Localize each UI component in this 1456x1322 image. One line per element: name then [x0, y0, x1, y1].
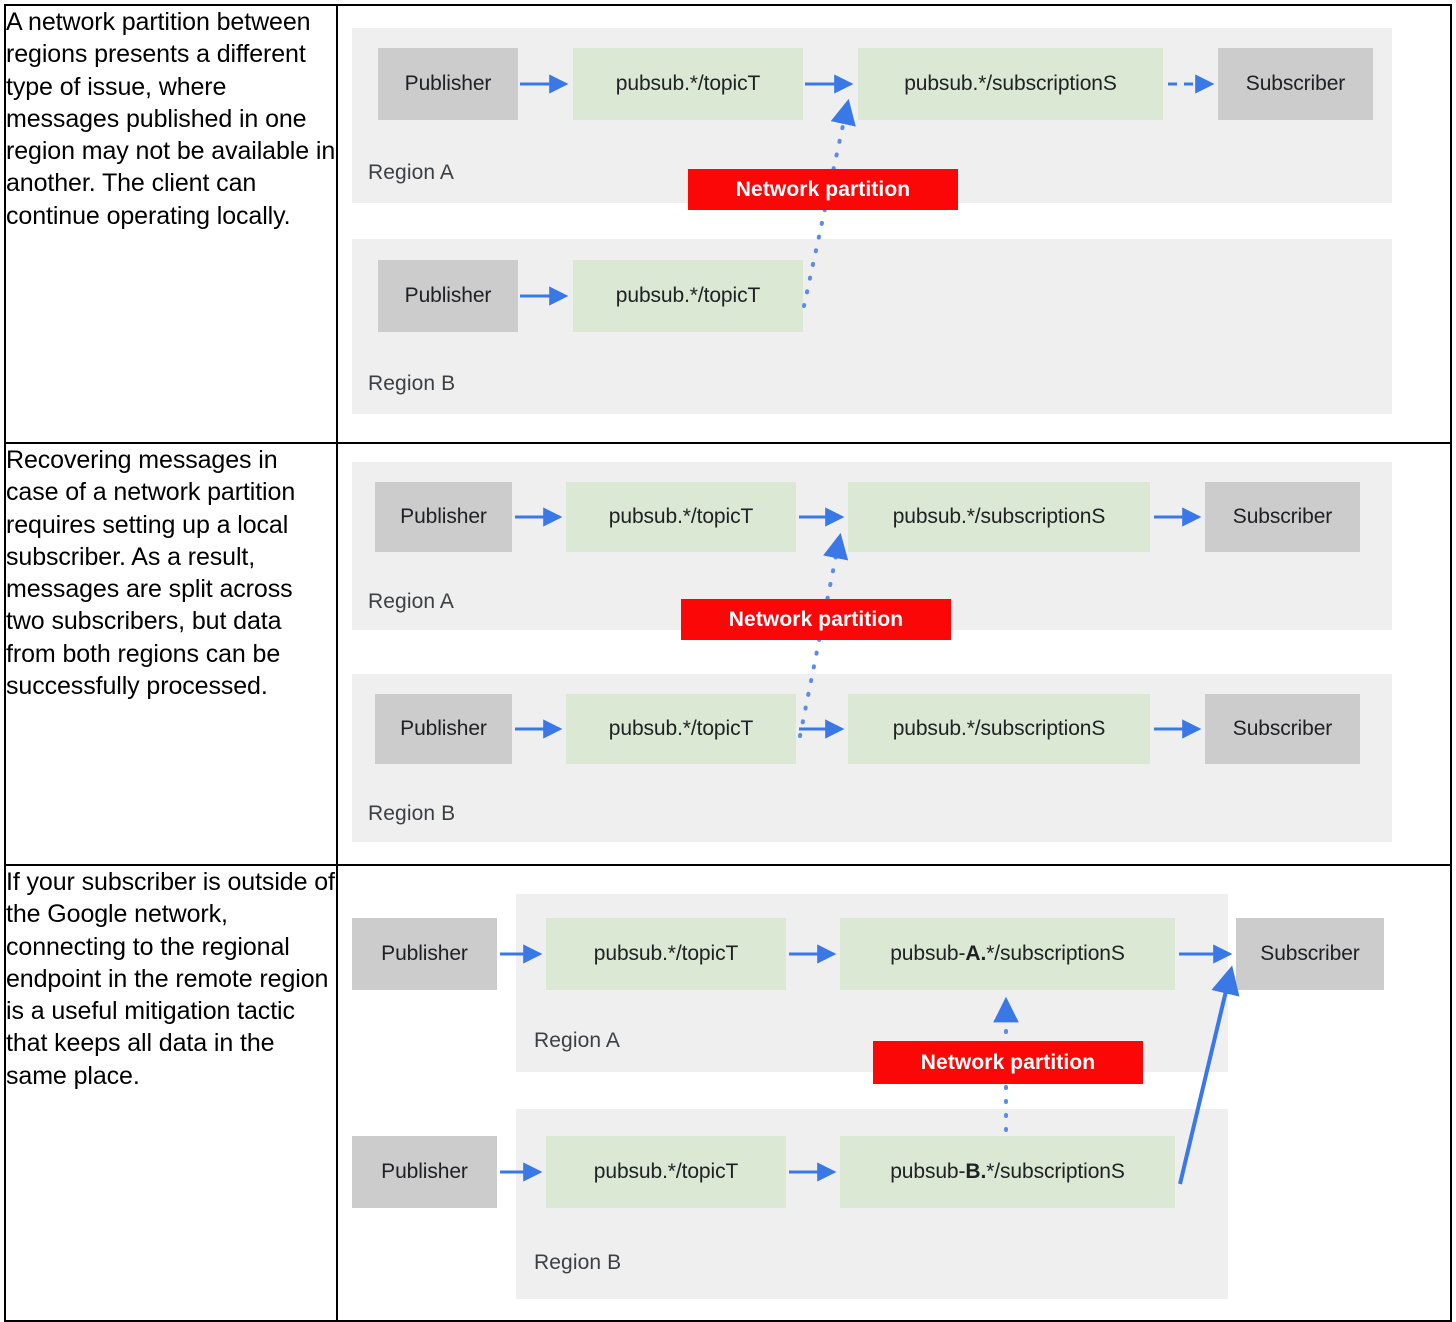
arrow-subscription-b-to-subscriber-3: [1178, 965, 1240, 1185]
node-subscription-b-2: pubsub.*/subscriptionS: [848, 694, 1150, 764]
node-subscription-a-2: pubsub.*/subscriptionS: [848, 482, 1150, 552]
scenario-description-2: Recovering messages in case of a network…: [6, 446, 296, 700]
table-row: Recovering messages in case of a network…: [4, 442, 1452, 866]
scenario-description-cell-2: Recovering messages in case of a network…: [4, 442, 338, 866]
node-publisher-a-3: Publisher: [352, 918, 497, 990]
region-b-label-2: Region B: [368, 802, 456, 825]
region-a-label-1: Region A: [368, 161, 455, 184]
scenario-description-cell-1: A network partition between regions pres…: [4, 4, 338, 444]
node-topic-a-2: pubsub.*/topicT: [566, 482, 796, 552]
node-subscriber-a-2: Subscriber: [1205, 482, 1360, 552]
connectors-2: [515, 507, 1202, 739]
scenario-description-cell-3: If your subscriber is outside of the Goo…: [4, 864, 338, 1322]
scenario-diagram-cell-3: Region A Region B Publisher pubsub.*/top…: [336, 864, 1452, 1322]
node-publisher-b-2: Publisher: [375, 694, 512, 764]
node-topic-b-2: pubsub.*/topicT: [566, 694, 796, 764]
node-subscription-b-3-region-token: B.: [965, 1160, 987, 1183]
network-partition-badge-2: Network partition: [681, 599, 951, 640]
node-publisher-a-1: Publisher: [378, 48, 518, 120]
region-b-panel-1: [352, 239, 1392, 414]
node-subscription-a-3-region-token: A.: [965, 942, 987, 965]
node-subscription-b-3-prefix: pubsub-: [890, 1160, 966, 1183]
network-partition-badge-3: Network partition: [873, 1041, 1143, 1084]
node-topic-b-1: pubsub.*/topicT: [573, 260, 803, 332]
scenario-description-1: A network partition between regions pres…: [6, 8, 336, 230]
node-subscription-a-1: pubsub.*/subscriptionS: [858, 48, 1163, 120]
table-row: If your subscriber is outside of the Goo…: [4, 864, 1452, 1322]
node-topic-b-3: pubsub.*/topicT: [546, 1136, 786, 1208]
scenario-diagram-cell-1: Region A Region B Publisher pubsub.*/top…: [336, 4, 1452, 444]
node-subscriber-b-2: Subscriber: [1205, 694, 1360, 764]
node-subscription-b-3: pubsub-B.*/subscriptionS: [840, 1136, 1175, 1208]
node-publisher-b-1: Publisher: [378, 260, 518, 332]
region-a-label-2: Region A: [368, 590, 455, 613]
network-partition-badge-1: Network partition: [688, 169, 958, 210]
node-subscription-a-3: pubsub-A.*/subscriptionS: [840, 918, 1175, 990]
node-subscriber-external-3: Subscriber: [1236, 918, 1384, 990]
node-publisher-b-3: Publisher: [352, 1136, 497, 1208]
scenario-diagram-cell-2: Region A Region B Publisher pubsub.*/top…: [336, 442, 1452, 866]
node-publisher-a-2: Publisher: [375, 482, 512, 552]
connectors-3: [500, 944, 1240, 1185]
scenario-description-3: If your subscriber is outside of the Goo…: [6, 868, 335, 1090]
table-row: A network partition between regions pres…: [4, 4, 1452, 444]
diagram-3: Region A Region B Publisher pubsub.*/top…: [338, 866, 1450, 1320]
node-subscription-b-3-suffix: */subscriptionS: [986, 1160, 1125, 1183]
node-topic-a-1: pubsub.*/topicT: [573, 48, 803, 120]
node-subscriber-a-1: Subscriber: [1218, 48, 1373, 120]
connectors-1: [520, 74, 1215, 308]
scenario-matrix: A network partition between regions pres…: [4, 4, 1452, 1322]
partition-dotted-line-2: [798, 532, 849, 738]
region-b-label-1: Region B: [368, 372, 456, 395]
node-subscription-a-3-suffix: */subscriptionS: [986, 942, 1125, 965]
node-topic-a-3: pubsub.*/topicT: [546, 918, 786, 990]
node-subscription-a-3-prefix: pubsub-: [890, 942, 966, 965]
diagram-1: Region A Region B Publisher pubsub.*/top…: [338, 6, 1450, 442]
comparison-table-figure: A network partition between regions pres…: [0, 4, 1456, 1322]
diagram-2: Region A Region B Publisher pubsub.*/top…: [338, 444, 1450, 864]
region-a-label-3: Region A: [534, 1029, 621, 1052]
region-b-label-3: Region B: [534, 1251, 622, 1274]
